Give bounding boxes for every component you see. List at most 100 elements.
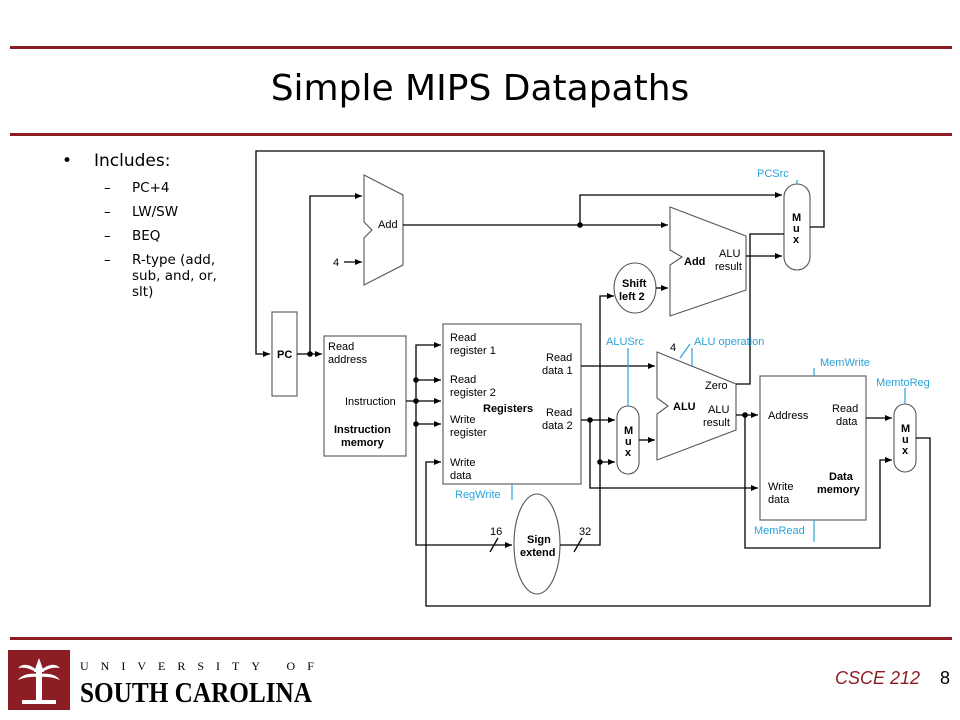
top-rule [10,46,952,49]
university-line2: SOUTH CAROLINA [80,677,312,709]
data-memory [759,375,867,521]
memtoreg-mux-label: u [902,434,909,446]
pc-mux-loop-wire [255,150,825,357]
imm-wire [415,424,512,548]
branch-alu-result-label: ALU [719,248,740,260]
bus-slash [679,343,691,359]
pc-to-adder-wire [309,193,362,354]
dmem-write-data-label: Write [768,481,793,493]
sub-item-text: PC+4 [132,180,170,196]
regwrite-label: RegWrite [455,489,501,501]
sub-item: –LW/SW [104,204,260,220]
reg-read-reg2-label: Read [450,374,476,386]
sign-out-bits-label: 32 [579,526,591,538]
dmem-name-label: memory [817,484,861,496]
const4-label: 4 [333,257,339,269]
junction-dot [413,398,419,404]
rd-wire [415,401,441,427]
pcsrc-label: PCSrc [757,168,789,180]
pc-plus4-wire [403,192,782,226]
alu-result-label: ALU [708,404,729,416]
alu-label: ALU [673,401,696,413]
dmem-name-label: Data [829,471,854,483]
pc-mux-label: u [793,223,800,235]
reg-read-data2-label: Read [546,407,572,419]
dmem-read-data-label: data [836,416,858,428]
sign-extend-label: Sign [527,534,551,546]
bus-slash [489,537,499,553]
imem-instruction-label: Instruction [345,396,396,408]
sub-item: –PC+4 [104,180,260,196]
alu-result-label: result [703,417,730,429]
reg-read-reg2-label: register 2 [450,387,496,399]
reg-read-reg1-label: Read [450,332,476,344]
junction-dot [577,222,583,228]
sign-extend [513,493,561,595]
instr-bus-wire [406,342,441,402]
palmetto-tree-icon [18,658,60,704]
bullet-text: Includes: [94,151,171,171]
memwrite-label: MemWrite [820,357,870,369]
reg-write-data-label: Write [450,457,475,469]
imem-read-address-label: address [328,354,368,366]
alu-zero-label: Zero [705,380,728,392]
reg-read-data1-label: data 1 [542,365,573,377]
bullet-dot-icon: • [62,151,73,171]
title-underline [10,133,952,136]
sign-out-wire [560,459,615,546]
sign-extend-label: extend [520,547,555,559]
bullet-list: •Includes: –PC+4 –LW/SW –BEQ –R-type (ad… [60,150,260,300]
pc-mux-label: M [792,212,801,224]
alu-operation-label: ALU operation [694,336,764,348]
course-label: CSCE 212 [834,668,920,688]
junction-dot [413,377,419,383]
imem-name-label: memory [341,437,385,449]
memtoreg-mux-label: x [902,445,909,457]
imem-name-label: Instruction [334,424,391,436]
junction-dot [742,412,748,418]
reg-write-data-label: data [450,470,472,482]
slide-title: Simple MIPS Datapaths [270,68,690,109]
junction-dot [587,417,593,423]
alusrc-mux-label: x [625,447,632,459]
university-line1: UNIVERSITY OF [80,659,318,673]
dmem-address-label: Address [768,410,809,422]
zero-wire [736,233,784,385]
memtoreg-label: MemtoReg [876,377,930,389]
pc-mux-label: x [793,234,800,246]
reg-read-reg1-label: register 1 [450,345,496,357]
sub-item-text: R-type (add, sub, and, or, slt) [132,252,217,300]
pc-label: PC [277,349,292,361]
reg-write-reg-label: register [450,427,487,439]
alu-op-bits-label: 4 [670,342,676,354]
branch-adder-label: Add [684,256,705,268]
writeback-wire [425,437,931,607]
sign-to-shift-wire [599,293,614,462]
imem-read-address-label: Read [328,341,354,353]
junction-dot [597,459,603,465]
shift-label: left 2 [619,291,645,303]
datapath-diagram: PC Add 4 Read address Instruction Instru… [255,150,931,607]
bus-slash [573,537,583,553]
footer-rule [10,637,952,640]
sub-item-text: LW/SW [132,204,179,220]
bullet-item: • Includes: [60,150,260,172]
branch-adder [669,206,747,317]
dmem-write-data-label: data [768,494,790,506]
sign-in-bits-label: 16 [490,526,502,538]
sub-item-text: BEQ [132,228,161,244]
alu-bypass-wire [744,415,892,549]
university-logo: UNIVERSITY OF SOUTH CAROLINA [8,650,318,710]
alu [656,351,737,461]
instruction-memory [323,335,407,457]
sub-item: –R-type (add, sub, and, or, slt) [104,252,260,300]
junction-dot [307,351,313,357]
memtoreg-mux-label: M [901,423,910,435]
alusrc-label: ALUSrc [606,336,644,348]
dmem-read-data-label: Read [832,403,858,415]
pc-adder [363,174,404,286]
reg-write-reg-label: Write [450,414,475,426]
store-data-wire [589,420,758,491]
reg-read-data2-label: data 2 [542,420,573,432]
page-number: 8 [939,668,950,688]
